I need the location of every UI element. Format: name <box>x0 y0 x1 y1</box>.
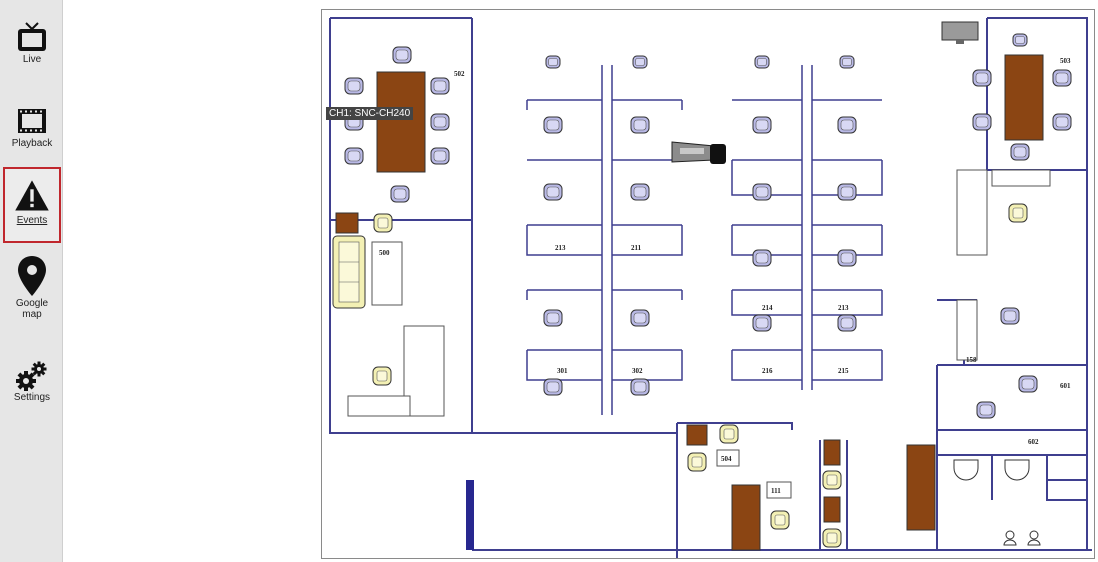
room-label: 302 <box>632 367 643 375</box>
sidebar-item-label: Live <box>22 54 42 65</box>
camera-label[interactable]: CH1: SNC-CH240 <box>326 107 414 120</box>
sofa <box>332 235 366 309</box>
tv-icon <box>18 22 46 51</box>
map-pin-icon <box>18 256 46 296</box>
room-label: 504 <box>721 455 732 463</box>
sidebar: Live Playback Events <box>0 0 63 562</box>
gear-icon <box>16 361 47 391</box>
sidebar-item-events[interactable]: Events <box>3 167 61 243</box>
security-camera[interactable] <box>671 141 726 164</box>
sidebar-item-live[interactable]: Live <box>3 20 61 82</box>
chairs <box>344 33 1072 548</box>
desks <box>335 21 1044 551</box>
room-label: 502 <box>454 70 465 78</box>
sidebar-item-label: Playback <box>11 138 53 149</box>
room-label: 500 <box>379 249 390 257</box>
room-label: 216 <box>762 367 773 375</box>
room-label: 213 <box>838 304 849 312</box>
room-label: 601 <box>1060 382 1071 390</box>
sidebar-item-label: Google map <box>15 298 49 320</box>
room-label: 301 <box>557 367 568 375</box>
fixtures <box>953 459 1041 546</box>
room-labels: 502 503 500 213 211 214 213 216 215 301 … <box>379 57 1071 495</box>
room-label: 111 <box>771 487 781 495</box>
film-icon <box>18 109 46 133</box>
sidebar-item-playback[interactable]: Playback <box>3 104 61 164</box>
sidebar-item-settings[interactable]: Settings <box>3 360 61 416</box>
door-marker <box>466 480 474 550</box>
room-label: 211 <box>631 244 642 252</box>
sidebar-item-label: Settings <box>13 392 51 403</box>
sidebar-item-label: Events <box>16 215 48 226</box>
room-label: 602 <box>1028 438 1039 446</box>
floor-plan-drawing: 502 503 500 213 211 214 213 216 215 301 … <box>329 17 1092 558</box>
walls <box>329 17 1092 558</box>
cubicles <box>526 65 883 415</box>
room-label: 503 <box>1060 57 1071 65</box>
room-label: 215 <box>838 367 849 375</box>
furniture <box>347 169 1051 499</box>
room-label: 213 <box>555 244 566 252</box>
room-label: 214 <box>762 304 773 312</box>
warning-icon <box>15 180 49 211</box>
sidebar-item-google-map[interactable]: Google map <box>3 254 61 334</box>
room-label: 158 <box>966 356 977 364</box>
floor-plan[interactable]: 502 503 500 213 211 214 213 216 215 301 … <box>321 9 1095 559</box>
